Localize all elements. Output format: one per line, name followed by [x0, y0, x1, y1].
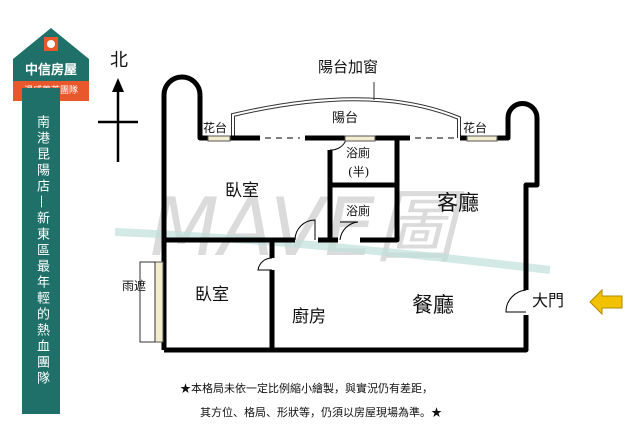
disclaimer-line1: ★本格局未依一定比例縮小繪製，與實況仍有差距，	[180, 382, 433, 395]
house-logo-icon	[13, 28, 89, 81]
balcony-window-label: 陽台加窗	[318, 58, 378, 76]
entrance-arrow-icon	[589, 288, 623, 316]
rain-shade-label: 雨遮	[122, 278, 146, 293]
bath-label: 浴廁	[346, 203, 370, 218]
planter-right-label: 花台	[463, 120, 487, 135]
watermark: MAVE圖	[150, 181, 465, 274]
kitchen-label: 廚房	[292, 306, 326, 327]
slogan: 南港昆陽店—新東區最年輕的熱血團隊	[22, 88, 60, 414]
entrance-label: 大門	[532, 291, 564, 310]
balcony-label: 陽台	[332, 111, 358, 126]
dining-room-label: 餐廳	[412, 293, 454, 317]
disclaimer-line2: 其方位、格局、形狀等，仍須以房屋現場為準。★	[200, 406, 442, 419]
living-room-label: 客廳	[437, 191, 479, 215]
planter-left-label: 花台	[203, 120, 227, 135]
north-label: 北	[110, 50, 128, 71]
room-labels: 陽台加窗 陽台 花台 花台 浴廁 (半) 浴廁 臥室 臥室 客廳 餐廳 廚房 雨…	[122, 58, 564, 327]
north-arrow-icon	[98, 78, 138, 162]
half-bath-label: 浴廁	[346, 145, 370, 160]
brand-name: 中信房屋	[24, 63, 77, 78]
bedroom2-label: 臥室	[195, 285, 229, 305]
bedroom1-label: 臥室	[225, 181, 259, 201]
half-bath-note: (半)	[348, 165, 369, 179]
